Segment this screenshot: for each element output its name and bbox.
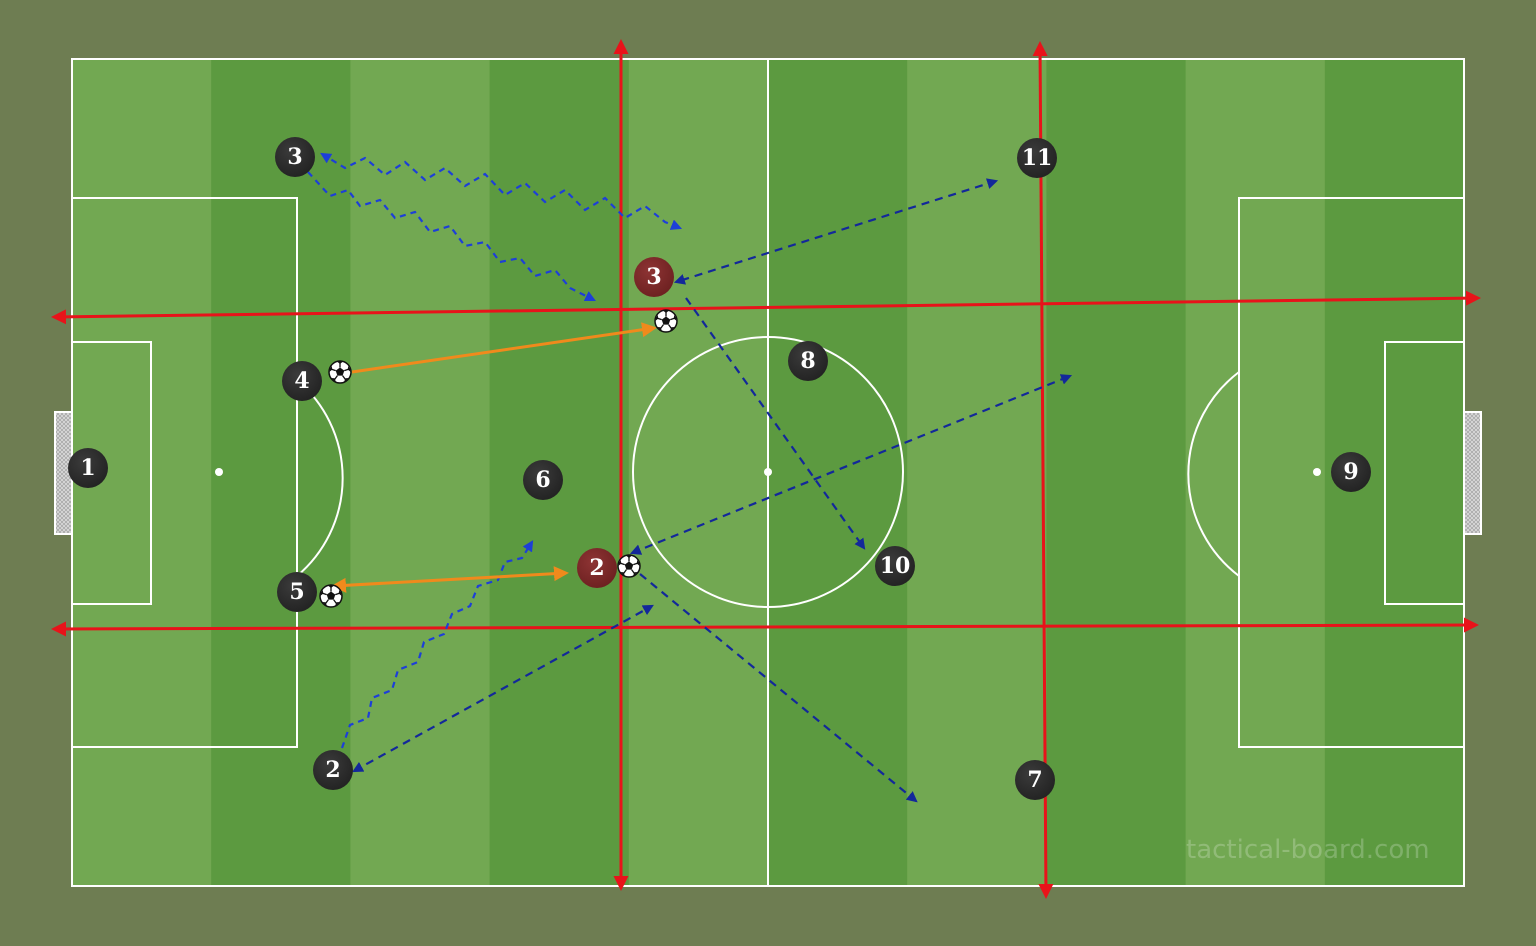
player-8[interactable]: 8 [788,341,828,381]
pass-4 [351,322,657,374]
opponent-player-3[interactable]: 3 [634,257,674,297]
player-marker [788,341,828,381]
run-ball-diagonal [639,573,918,803]
player-6[interactable]: 6 [523,460,563,500]
left-penalty-spot [215,468,223,476]
player-number: 6 [535,467,550,493]
player-3[interactable]: 3 [275,137,315,177]
player-7[interactable]: 7 [1015,760,1055,800]
ball-icon[interactable] [617,554,641,578]
zone-line-top [51,290,1481,325]
player-9[interactable]: 9 [1331,452,1371,492]
player-marker [1331,452,1371,492]
pitch-stripe [1185,59,1326,886]
player-marker [1015,760,1055,800]
pitch-stripe [907,59,1047,886]
right-goal-net [1463,411,1482,535]
player-marker [275,137,315,177]
player-runs [352,178,1073,803]
watermark: tactical-board.com [1186,835,1430,865]
player-marker [523,460,563,500]
player-number: 1 [80,455,95,481]
left-penalty-arc [296,379,344,577]
opponent-player-2[interactable]: 2 [577,548,617,588]
player-number: 3 [287,144,302,170]
player-number: 10 [880,553,911,579]
ball-icon[interactable] [319,584,343,608]
pitch-stripe [768,59,908,886]
player-number: 2 [325,757,340,783]
player-number: 9 [1343,459,1358,485]
player-number: 4 [294,368,309,394]
ball-icon[interactable] [328,360,352,384]
zone-line-bottom [51,617,1479,637]
player-1[interactable]: 1 [68,448,108,488]
pitch-stripe [628,59,769,886]
player-marker [313,750,353,790]
pass-5 [331,566,569,593]
player-number: 5 [289,579,304,605]
players-layer: 1 2 3 4 5 6 7 8 9 10 11 3 2 [68,137,1371,800]
passes [331,322,657,593]
player-number: 2 [589,555,604,581]
player-number: 11 [1022,145,1053,171]
player-marker [634,257,674,297]
player-number: 7 [1027,767,1042,793]
player-4[interactable]: 4 [282,361,322,401]
right-penalty-spot [1313,468,1321,476]
player-number: 3 [646,264,661,290]
player-2[interactable]: 2 [313,750,353,790]
player-marker [875,546,915,586]
run-opp2-forward [629,374,1073,555]
ball-icon[interactable] [654,309,678,333]
run-2-to-zone [352,604,654,773]
player-5[interactable]: 5 [277,572,317,612]
player-11[interactable]: 11 [1017,138,1057,178]
player-marker [1017,138,1057,178]
pitch-stripe [1046,59,1186,886]
player-10[interactable]: 10 [875,546,915,586]
player-marker [577,548,617,588]
player-number: 8 [800,348,815,374]
right-penalty-arc [1187,371,1240,577]
center-spot [764,468,772,476]
player-marker [277,572,317,612]
player-marker [68,448,108,488]
player-marker [282,361,322,401]
